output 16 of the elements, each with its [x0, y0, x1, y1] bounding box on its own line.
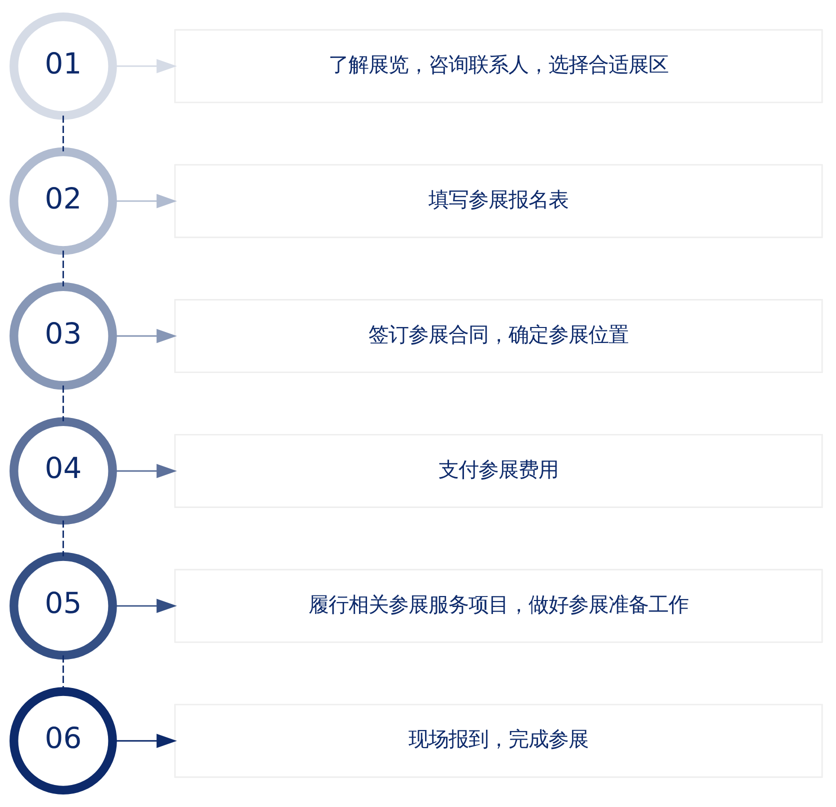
node-circle: 03: [10, 282, 117, 390]
node-box: 了解展览，咨询联系人，选择合适展区: [174, 29, 823, 104]
node-box: 现场报到，完成参展: [174, 704, 823, 778]
node-box: 签订参展合同，确定参展位置: [174, 299, 823, 374]
connector: [62, 520, 64, 556]
connector: [62, 250, 64, 286]
node-circle: 06: [10, 687, 117, 795]
connector: [62, 116, 64, 152]
node-circle: 01: [10, 12, 117, 120]
connector: [62, 386, 64, 422]
node-box: 填写参展报名表: [174, 164, 823, 238]
node-circle: 04: [10, 417, 117, 525]
node-circle: 02: [10, 147, 117, 255]
node-box: 支付参展费用: [174, 434, 823, 508]
node-circle: 05: [10, 552, 117, 660]
node-box: 履行相关参展服务项目，做好参展准备工作: [174, 568, 823, 643]
